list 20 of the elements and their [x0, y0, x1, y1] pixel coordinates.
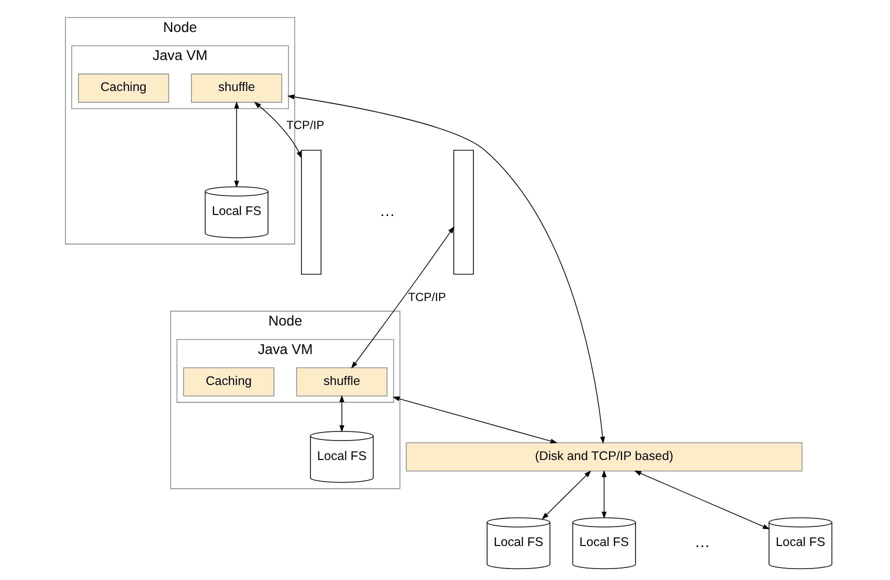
arrow [541, 470, 591, 520]
arrow [601, 470, 606, 519]
label: … [379, 203, 395, 220]
arrow [350, 226, 454, 369]
edge-label: TCP/IP [286, 119, 324, 132]
arrow [634, 470, 770, 530]
label: … [694, 534, 710, 552]
arrow [286, 94, 605, 444]
arrow [254, 102, 302, 158]
arrow [392, 396, 558, 444]
node-box: shuffle [190, 74, 282, 103]
node-box: Caching [182, 367, 274, 396]
node-box: (Disk and TCP/IP based) [405, 442, 802, 472]
edge-label: TCP/IP [408, 290, 446, 304]
node-bar [452, 150, 474, 275]
arrow [234, 101, 239, 188]
node-bar [300, 150, 321, 275]
arrow [338, 394, 344, 432]
node-box: shuffle [296, 367, 387, 396]
node-box: Caching [77, 74, 169, 103]
